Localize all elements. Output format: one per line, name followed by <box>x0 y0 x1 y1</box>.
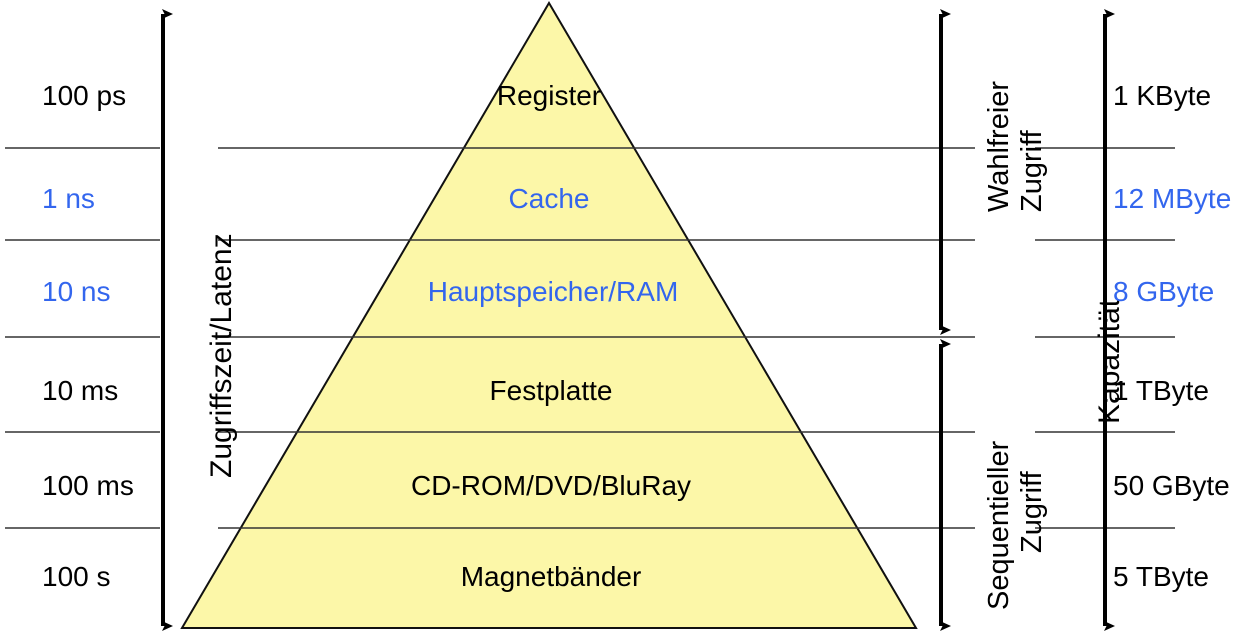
capacity-value-8gbyte: 8 GByte <box>1113 276 1215 307</box>
pyramid-level-register: Register <box>496 80 602 111</box>
latency-value-1ns: 1 ns <box>42 183 95 214</box>
pyramid-level-hauptspeicher: Hauptspeicher/RAM <box>427 276 679 307</box>
latency-value-100ms: 100 ms <box>42 470 134 501</box>
random-access-label-line2: Zugriff <box>1016 130 1048 212</box>
latency-value-10ms: 10 ms <box>42 375 119 406</box>
sequential-access-label-line1: Sequentieller <box>983 440 1015 610</box>
sequential-access-label-line2: Zugriff <box>1016 471 1048 553</box>
capacity-value-1kbyte: 1 KByte <box>1113 80 1212 111</box>
capacity-value-50gbyte: 50 GByte <box>1113 470 1230 501</box>
pyramid-level-optical: CD-ROM/DVD/BluRay <box>410 470 692 501</box>
latency-value-10ns: 10 ns <box>42 276 111 307</box>
random-access-label-line1: Wahlfreier <box>983 80 1015 212</box>
latency-value-100s: 100 s <box>42 561 111 592</box>
latency-axis-label: Zugriffszeit/Latenz <box>205 233 238 478</box>
latency-value-100ps: 100 ps <box>42 80 127 111</box>
capacity-value-5tbyte: 5 TByte <box>1113 561 1209 592</box>
pyramid-level-festplatte: Festplatte <box>489 375 613 406</box>
pyramid-shape <box>180 1 918 629</box>
capacity-value-12mbyte: 12 MByte <box>1113 183 1232 214</box>
pyramid-level-magnetband: Magnetbänder <box>460 561 642 592</box>
capacity-value-1tbyte: 1 TByte <box>1113 375 1209 406</box>
pyramid-level-cache: Cache <box>508 183 590 214</box>
